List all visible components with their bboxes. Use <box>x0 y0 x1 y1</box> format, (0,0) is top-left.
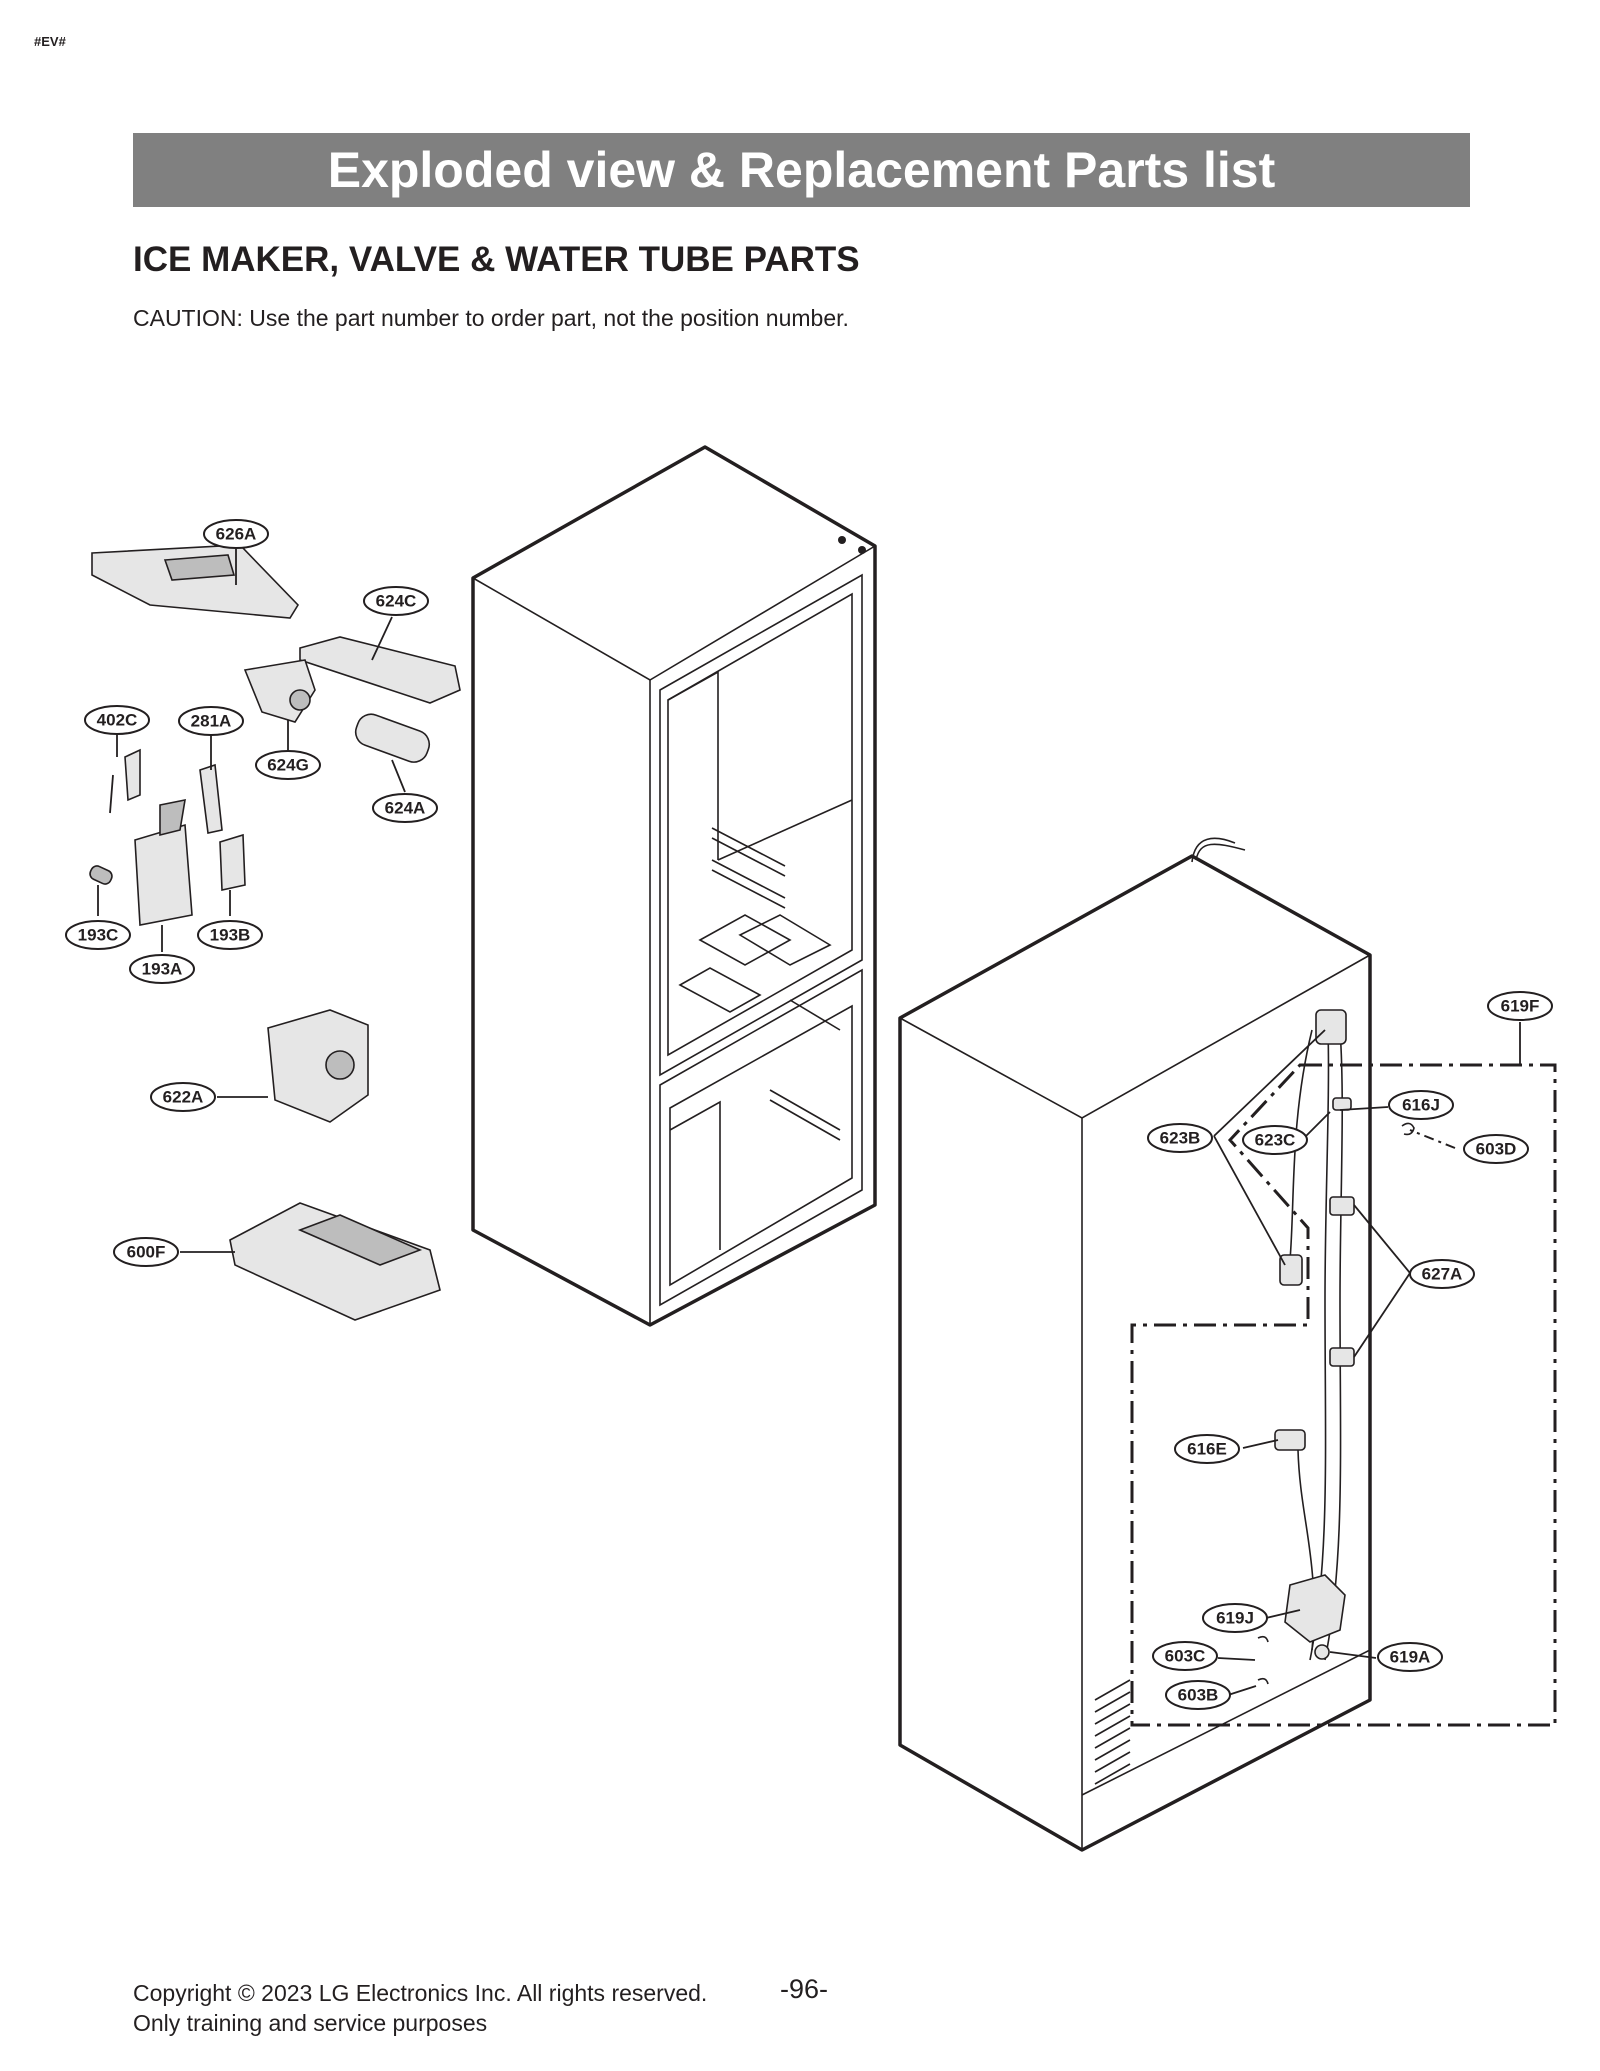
callout-402C: 402C <box>84 705 150 735</box>
title-banner: Exploded view & Replacement Parts list <box>133 133 1470 207</box>
svg-text:624C: 624C <box>376 592 417 611</box>
callout-624A: 624A <box>372 793 438 823</box>
section-title: ICE MAKER, VALVE & WATER TUBE PARTS <box>133 240 860 279</box>
callout-624G: 624G <box>255 750 321 780</box>
svg-text:600F: 600F <box>127 1243 166 1262</box>
part-drawings <box>89 544 461 1321</box>
callout-626A: 626A <box>203 519 269 549</box>
svg-text:402C: 402C <box>97 711 138 730</box>
page-title: Exploded view & Replacement Parts list <box>327 142 1276 198</box>
svg-text:193B: 193B <box>210 926 251 945</box>
callout-627A: 627A <box>1409 1259 1475 1289</box>
svg-text:603D: 603D <box>1476 1140 1517 1159</box>
callout-193C: 193C <box>65 920 131 950</box>
callout-603D: 603D <box>1463 1134 1529 1164</box>
page-number: -96- <box>780 1974 829 2004</box>
callout-281A: 281A <box>178 706 244 736</box>
callout-623C: 623C <box>1242 1125 1308 1155</box>
callout-193A: 193A <box>129 954 195 984</box>
svg-text:193C: 193C <box>78 926 119 945</box>
callout-624C: 624C <box>363 586 429 616</box>
callout-619A: 619A <box>1377 1642 1443 1672</box>
callout-619J: 619J <box>1202 1603 1268 1633</box>
svg-text:623C: 623C <box>1255 1131 1296 1150</box>
callout-603C: 603C <box>1152 1641 1218 1671</box>
copyright-text: Copyright © 2023 LG Electronics Inc. All… <box>133 1980 708 2006</box>
cabinet-interior <box>471 445 877 1327</box>
callout-622A: 622A <box>150 1082 216 1112</box>
svg-text:603C: 603C <box>1165 1647 1206 1666</box>
caution-note: CAUTION: Use the part number to order pa… <box>133 305 849 331</box>
footer: Copyright © 2023 LG Electronics Inc. All… <box>133 1978 707 2038</box>
callout-616J: 616J <box>1388 1090 1454 1120</box>
callout-619F: 619F <box>1487 991 1553 1021</box>
svg-text:619F: 619F <box>1501 997 1540 1016</box>
svg-text:616E: 616E <box>1187 1440 1227 1459</box>
svg-text:193A: 193A <box>142 960 183 979</box>
svg-text:624A: 624A <box>385 799 426 818</box>
svg-text:281A: 281A <box>191 712 232 731</box>
svg-text:619J: 619J <box>1216 1609 1254 1628</box>
svg-text:627A: 627A <box>1422 1265 1463 1284</box>
svg-text:626A: 626A <box>216 525 257 544</box>
footer-note: Only training and service purposes <box>133 2010 488 2036</box>
leader-lines <box>97 549 1521 1697</box>
callout-193B: 193B <box>197 920 263 950</box>
svg-text:623B: 623B <box>1160 1129 1201 1148</box>
callout-616E: 616E <box>1174 1434 1240 1464</box>
svg-text:619A: 619A <box>1390 1648 1431 1667</box>
callout-600F: 600F <box>113 1237 179 1267</box>
callout-623B: 623B <box>1147 1123 1213 1153</box>
svg-text:624G: 624G <box>267 756 309 775</box>
callout-603B: 603B <box>1165 1680 1231 1710</box>
document-tag: #EV# <box>34 34 66 49</box>
cabinet-rear <box>898 837 1557 1852</box>
svg-text:603B: 603B <box>1178 1686 1219 1705</box>
svg-text:622A: 622A <box>163 1088 204 1107</box>
svg-text:616J: 616J <box>1402 1096 1440 1115</box>
